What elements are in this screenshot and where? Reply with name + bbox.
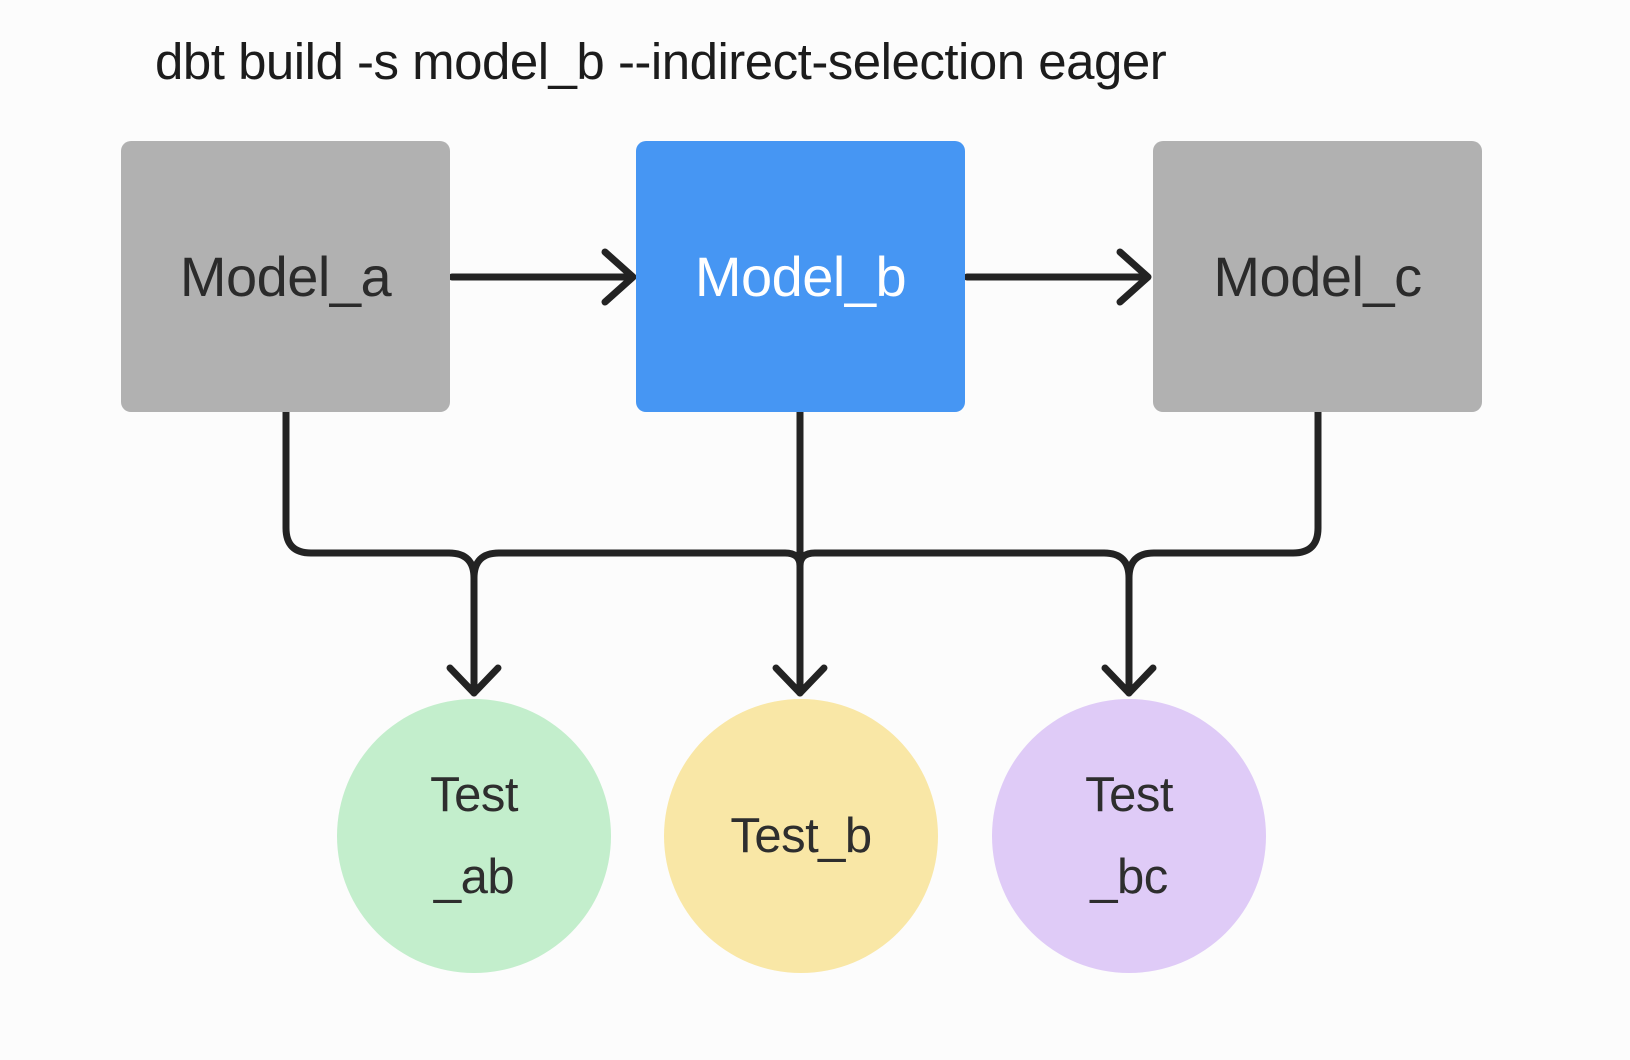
arrowhead-model-b-icon [601, 248, 637, 306]
node-test-b-label: Test_b [730, 809, 872, 863]
node-model-a-label: Model_a [179, 245, 392, 308]
edge-model-c-to-test-bc [1125, 408, 1322, 697]
node-test-bc: Test _bc [992, 699, 1266, 973]
node-model-c-label: Model_c [1213, 245, 1422, 308]
arrowhead-test-b-icon [772, 664, 828, 697]
node-test-ab-label-line1: Test [430, 768, 518, 822]
command-title: dbt build -s model_b --indirect-selectio… [155, 33, 1167, 90]
arrowhead-test-ab-icon [446, 664, 502, 697]
node-model-c: Model_c [1153, 141, 1482, 412]
node-model-b: Model_b [636, 141, 965, 412]
node-test-bc-label-line1: Test [1085, 768, 1173, 822]
node-test-ab-label-line2: _ab [433, 850, 515, 904]
node-test-bc-label-line2: _bc [1090, 850, 1168, 904]
node-model-a: Model_a [121, 141, 450, 412]
node-model-b-label: Model_b [694, 245, 907, 308]
arrowhead-test-bc-icon [1101, 664, 1157, 697]
edge-trunk-left [470, 549, 804, 582]
edge-model-a-to-test-ab [282, 408, 478, 697]
node-test-ab: Test _ab [337, 699, 611, 973]
edge-trunk-right [796, 549, 1133, 582]
node-test-b: Test_b [664, 699, 938, 973]
arrowhead-model-c-icon [1116, 248, 1152, 306]
